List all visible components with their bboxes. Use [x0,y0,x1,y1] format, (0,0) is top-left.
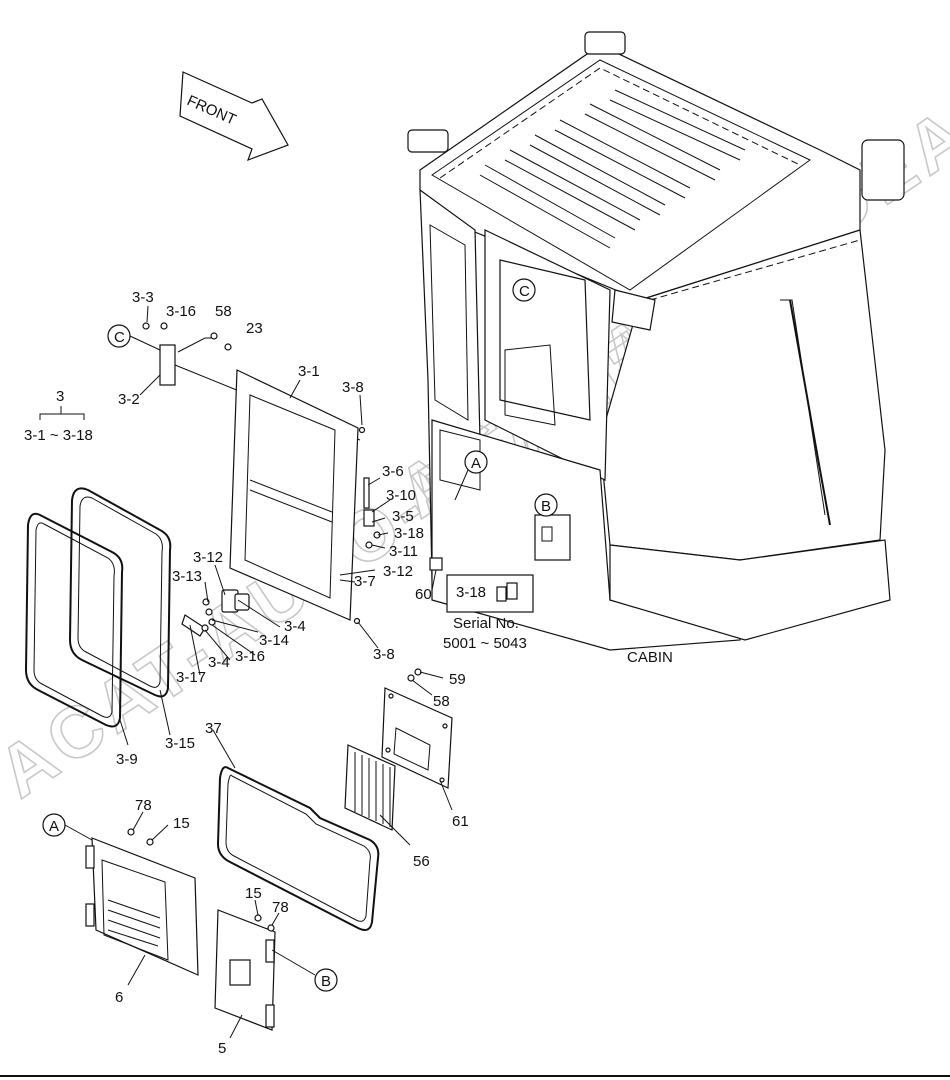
label-59: 59 [449,671,466,688]
label-78-left: 78 [135,797,152,814]
label-3-13: 3-13 [172,568,202,585]
label-3-6: 3-6 [382,463,404,480]
label-3-10: 3-10 [386,487,416,504]
group-number: 3 [56,388,64,405]
label-3-3: 3-3 [132,289,154,306]
callout-c-cabin: C [512,278,536,302]
label-3-11: 3-11 [389,543,418,560]
filter-56 [344,744,396,831]
side-mirror-right [861,139,905,201]
label-37: 37 [205,720,222,737]
label-3-8-top: 3-8 [342,379,364,396]
panel-5 [214,909,276,1031]
label-3-4-right: 3-4 [284,618,306,635]
roof-mount-rear [584,31,626,55]
label-3-16-bottom: 3-16 [235,648,265,665]
label-5: 5 [218,1040,226,1057]
callout-b-cabin-label: B [541,498,551,515]
front-arrow: FRONT [179,71,289,162]
latch-assembly [363,477,381,549]
bolt-3-3 [142,322,150,330]
label-3-16-top: 3-16 [166,303,196,320]
window-seal-3-15 [68,487,172,698]
label-3-1: 3-1 [298,363,320,380]
label-3-18: 3-18 [394,525,424,542]
label-61: 61 [452,813,469,830]
window-seal-3-9 [24,512,129,746]
serial-box: 3-18 Serial No. 5001 ~ 5043 [443,574,534,652]
panel-6 [85,828,199,976]
label-58-top: 58 [215,303,232,320]
washer-3-16 [160,322,168,330]
label-3-12-left: 3-12 [193,549,223,566]
callout-a-panel-label: A [49,818,59,835]
lock-assembly [181,589,250,637]
callout-a-panel: A [42,813,93,841]
door-3-1 [229,369,366,625]
seat [499,259,591,421]
washer-58 [210,332,218,340]
serial-number-label: Serial No. [453,615,519,632]
label-15-left: 15 [173,815,190,832]
serial-number-range: 5001 ~ 5043 [443,635,527,652]
label-58-right: 58 [433,693,450,710]
label-60: 60 [415,586,432,603]
bolt-23 [224,343,232,351]
callout-a-cabin-label: A [471,455,481,472]
label-3-15: 3-15 [165,735,195,752]
roof-mount-front [407,129,449,153]
cover-plate-61 [381,668,453,789]
cabin-title: CABIN [627,649,673,666]
label-3-9: 3-9 [116,751,138,768]
group-bracket: 3 3-1 ~ 3-18 [24,388,93,444]
callout-c-cabin-label: C [519,283,530,300]
roof-ribs [479,89,746,249]
clip-60 [429,557,443,571]
label-3-2: 3-2 [118,391,140,408]
label-78-right: 78 [272,899,289,916]
part-labels: 3-3 3-16 58 23 3-2 3-1 3-8 3-6 3-10 3-5 … [115,289,469,1057]
label-3-8-bottom: 3-8 [373,646,395,663]
cabin-body [407,31,905,651]
label-3-17: 3-17 [176,669,206,686]
serial-box-part: 3-18 [456,584,486,601]
hinge-3-2 [159,344,176,386]
work-light [611,289,656,331]
label-6: 6 [115,989,123,1006]
callout-a-cabin: A [454,450,488,501]
callout-b-panel: B [271,949,338,992]
callout-b-cabin: B [534,493,558,517]
gasket-37 [216,766,380,931]
label-23: 23 [246,320,263,337]
label-56: 56 [413,853,430,870]
leader-lines [127,305,453,1039]
label-3-7: 3-7 [354,573,376,590]
label-3-5: 3-5 [392,508,414,525]
rear-wiper [789,299,831,526]
label-3-12-right: 3-12 [383,563,413,580]
callout-c-hinge: C [107,324,161,351]
label-3-14: 3-14 [259,632,289,649]
callout-c-hinge-label: C [114,329,125,346]
label-3-4-left: 3-4 [208,654,230,671]
label-15-right: 15 [245,885,262,902]
callout-b-panel-label: B [321,973,331,990]
group-range: 3-1 ~ 3-18 [24,427,93,444]
